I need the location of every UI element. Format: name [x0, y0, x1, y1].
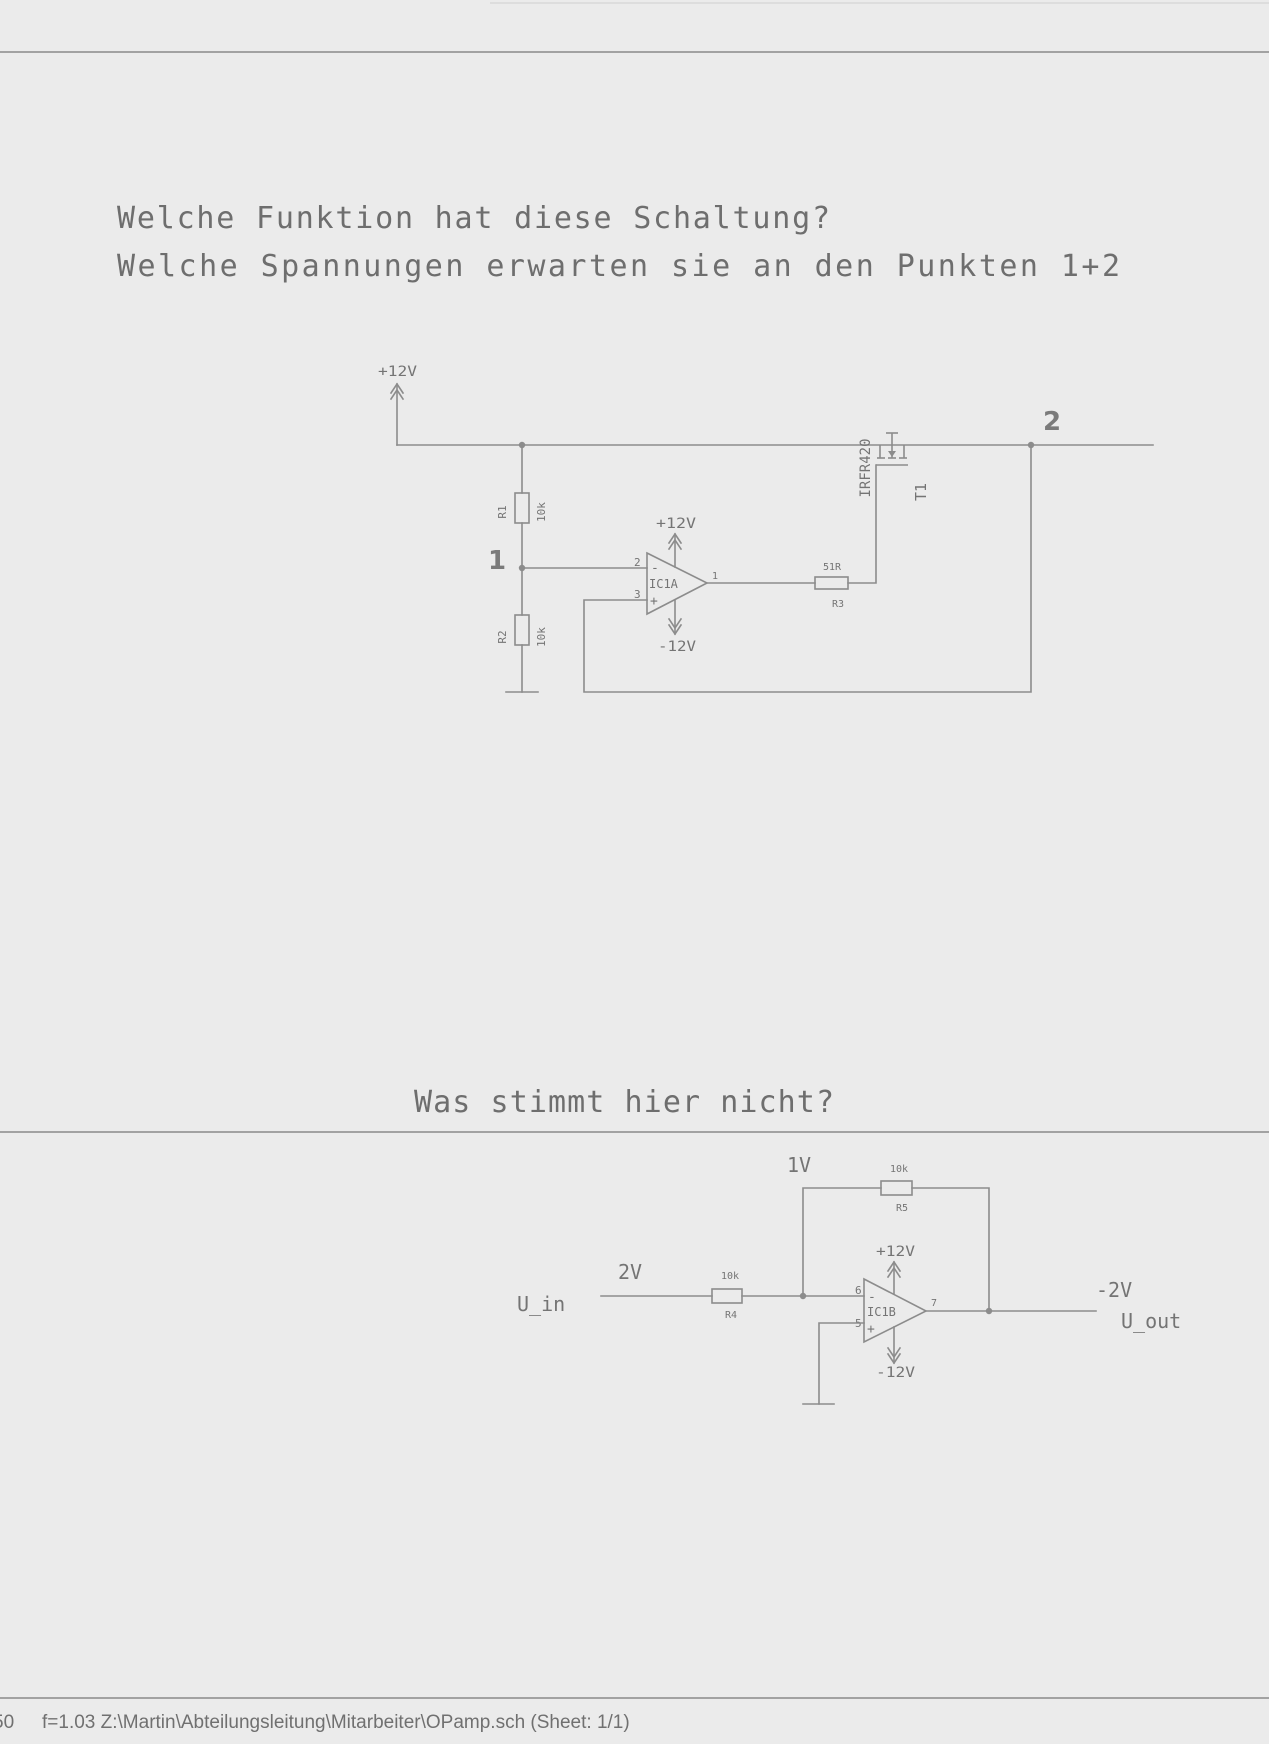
supply-label-top: +12V: [378, 364, 418, 380]
feedback-voltage-label: 1V: [787, 1153, 811, 1177]
ic1a-pin-2: 2: [634, 556, 641, 569]
footer-file-path: f=1.03 Z:\Martin\Abteilungsleitung\Mitar…: [42, 1712, 630, 1733]
t1-part-number: IRFR420: [858, 438, 874, 497]
circuit-2-schematic: 1V 10k R5 2V U_in 10k R4 6 5 - + IC1B 7 …: [517, 1153, 1181, 1405]
ic1a-minus-sign: -: [651, 561, 659, 576]
ic1a-vneg-arrow-icon: [667, 617, 683, 636]
r4-value: 10k: [721, 1271, 739, 1282]
feedback-wire-left: [802, 1187, 882, 1297]
resistor-r4: [711, 1288, 743, 1304]
junction-dot-output: [985, 1307, 993, 1315]
ic1b-pin-7: 7: [931, 1298, 937, 1309]
input-voltage-label: 2V: [618, 1260, 642, 1284]
ic1a-name: IC1A: [649, 577, 679, 591]
output-name-label: U_out: [1121, 1309, 1181, 1333]
output-voltage-label: -2V: [1096, 1278, 1132, 1302]
ic1a-vpos-label: +12V: [656, 516, 697, 532]
ic1a-plus-sign: +: [650, 594, 658, 609]
ic1a-pin-1: 1: [712, 571, 718, 582]
r4-name: R4: [725, 1310, 737, 1321]
question-voltages: Welche Spannungen erwarten sie an den Pu…: [117, 249, 1120, 284]
mosfet-arrow-icon: [888, 451, 896, 457]
r3-value: 51R: [823, 562, 842, 573]
ic1b-pin-6: 6: [855, 1284, 862, 1297]
junction-dot-input: [799, 1292, 807, 1300]
node-1-label: 1: [488, 546, 506, 576]
ic1b-vneg-arrow-icon: [886, 1346, 902, 1365]
node-2-label: 2: [1043, 407, 1061, 437]
circuit-1-schematic: +12V R1 10k 1 R2 10k 2 3 - + IC1A 1 +12V: [378, 364, 1154, 693]
input-name-label: U_in: [517, 1292, 565, 1316]
noninverting-input-wire: [818, 1322, 865, 1405]
ic1b-vneg-label: -12V: [876, 1365, 916, 1381]
r2-name: R2: [496, 630, 509, 643]
gate-wire: [847, 464, 877, 584]
r1-value: 10k: [535, 502, 548, 522]
footer-scale: 50: [0, 1712, 14, 1733]
resistor-r5: [880, 1180, 913, 1196]
ic1b-vpos-label: +12V: [876, 1244, 916, 1260]
opamp-ic1b-triangle: [863, 1277, 928, 1344]
question-error: Was stimmt hier nicht?: [414, 1085, 834, 1120]
feedback-wire-right: [911, 1187, 990, 1312]
r3-name: R3: [832, 599, 844, 610]
ic1b-minus-sign: -: [868, 1290, 876, 1305]
r1-name: R1: [496, 505, 509, 518]
opamp-ic1a-triangle: [646, 551, 709, 616]
r5-name: R5: [896, 1203, 908, 1214]
question-function: Welche Funktion hat diese Schaltung?: [117, 201, 830, 236]
r2-value: 10k: [535, 627, 548, 647]
mosfet-t1: [876, 432, 908, 466]
r5-value: 10k: [890, 1164, 908, 1175]
ic1b-vpos-arrow-icon: [886, 1260, 902, 1279]
feedback-wire: [583, 444, 1032, 693]
ic1a-pin-3: 3: [634, 588, 641, 601]
ic1a-vneg-label: -12V: [658, 639, 697, 655]
supply-arrow-icon: [389, 382, 405, 401]
resistor-r2: [514, 614, 530, 646]
resistor-r3: [814, 576, 849, 590]
t1-name: T1: [912, 483, 930, 501]
ic1a-vpos-arrow-icon: [667, 532, 683, 551]
resistor-r1: [514, 492, 530, 524]
ic1b-name: IC1B: [867, 1305, 896, 1319]
ic1b-plus-sign: +: [867, 1322, 875, 1337]
